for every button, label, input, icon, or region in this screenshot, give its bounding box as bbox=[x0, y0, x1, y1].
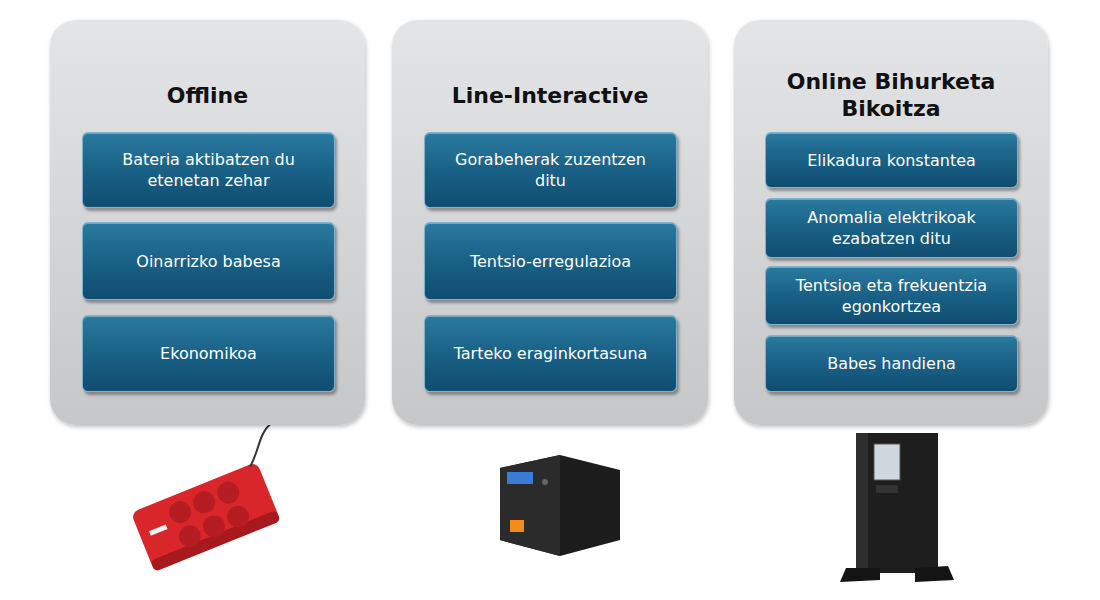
feature-box: Tentsioa eta frekuentzia egonkortzea bbox=[765, 266, 1018, 325]
feature-text: Tentsioa eta frekuentzia egonkortzea bbox=[780, 275, 1003, 317]
feature-box: Ekonomikoa bbox=[82, 315, 335, 392]
lcd-screen bbox=[507, 472, 533, 484]
tower-foot bbox=[840, 568, 880, 582]
power-button bbox=[542, 479, 548, 485]
panel-heading: Online Bihurketa Bikoitza bbox=[776, 52, 1006, 138]
strip-side bbox=[150, 510, 281, 572]
tower-side bbox=[856, 433, 868, 573]
category-panel: Line-InteractiveGorabeherak zuzentzen di… bbox=[392, 20, 708, 425]
line-interactive-ups-image bbox=[500, 455, 620, 556]
panel-heading: Line-Interactive bbox=[435, 52, 665, 138]
feature-text: Tentsio-erregulazioa bbox=[470, 251, 631, 272]
online-ups-image bbox=[840, 433, 954, 582]
feature-text: Bateria aktibatzen du etenetan zehar bbox=[97, 149, 320, 191]
feature-text: Elikadura konstantea bbox=[807, 150, 976, 171]
socket bbox=[224, 502, 253, 531]
category-panel: OfflineBateria aktibatzen du etenetan ze… bbox=[50, 20, 365, 425]
feature-box: Tarteko eraginkortasuna bbox=[424, 315, 677, 392]
feature-box: Gorabeherak zuzentzen ditu bbox=[424, 132, 677, 208]
feature-box: Tentsio-erregulazioa bbox=[424, 222, 677, 300]
feature-text: Tarteko eraginkortasuna bbox=[454, 343, 648, 364]
feature-box: Babes handiena bbox=[765, 335, 1018, 392]
tower-foot bbox=[915, 566, 954, 582]
tower-screen bbox=[874, 444, 900, 480]
feature-box: Elikadura konstantea bbox=[765, 132, 1018, 188]
ups-body bbox=[500, 455, 620, 556]
socket bbox=[166, 498, 195, 527]
socket bbox=[214, 478, 243, 507]
power-cord bbox=[238, 424, 282, 467]
socket bbox=[200, 512, 229, 541]
strip-body bbox=[131, 462, 280, 570]
feature-text: Babes handiena bbox=[827, 353, 956, 374]
socket bbox=[190, 488, 219, 517]
category-panel: Online Bihurketa BikoitzaElikadura konst… bbox=[734, 20, 1048, 425]
tower-buttons bbox=[876, 485, 898, 493]
feature-text: Ekonomikoa bbox=[160, 343, 257, 364]
feature-text: Anomalia elektrikoak ezabatzen ditu bbox=[780, 207, 1003, 249]
switch bbox=[149, 524, 168, 535]
feature-text: Oinarrizko babesa bbox=[136, 251, 280, 272]
offline-ups-image bbox=[119, 424, 305, 572]
brand-logo bbox=[510, 520, 524, 532]
feature-box: Bateria aktibatzen du etenetan zehar bbox=[82, 132, 335, 208]
socket bbox=[176, 522, 205, 551]
feature-box: Anomalia elektrikoak ezabatzen ditu bbox=[765, 198, 1018, 258]
panel-heading: Offline bbox=[93, 52, 323, 138]
feature-box: Oinarrizko babesa bbox=[82, 222, 335, 300]
socket-group bbox=[166, 478, 253, 550]
ups-front bbox=[500, 455, 560, 556]
feature-text: Gorabeherak zuzentzen ditu bbox=[439, 149, 662, 191]
tower-body bbox=[856, 433, 938, 573]
